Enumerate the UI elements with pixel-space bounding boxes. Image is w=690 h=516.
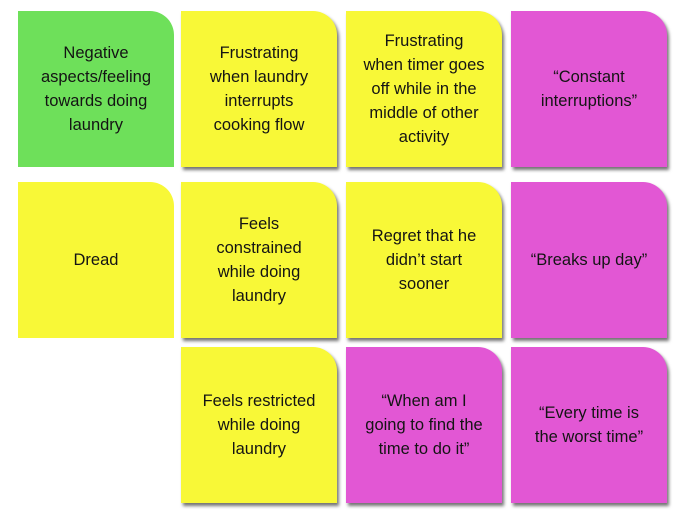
note-text: “Breaks up day”	[530, 251, 648, 269]
note-text: “Every time is the worst time”	[534, 404, 644, 446]
note-text: Feels restricted while doing laundry	[202, 392, 316, 458]
note-text: Frustrating when laundry interrupts cook…	[209, 44, 309, 134]
note-when-am-i-going: “When am I going to find the time to do …	[346, 347, 502, 503]
note-laundry-interrupts-cooking: Frustrating when laundry interrupts cook…	[181, 11, 337, 167]
note-text: Regret that he didn’t start sooner	[371, 227, 477, 293]
note-text: Feels constrained while doing laundry	[216, 215, 302, 305]
note-text: “Constant interruptions”	[540, 68, 638, 110]
note-regret-not-sooner: Regret that he didn’t start sooner	[346, 182, 502, 338]
note-breaks-up-day: “Breaks up day”	[511, 182, 667, 338]
note-text: Frustrating when timer goes off while in…	[363, 32, 485, 146]
note-constant-interruptions: “Constant interruptions”	[511, 11, 667, 167]
note-timer-goes-off: Frustrating when timer goes off while in…	[346, 11, 502, 167]
note-text: “When am I going to find the time to do …	[365, 392, 483, 458]
note-every-time-worst: “Every time is the worst time”	[511, 347, 667, 503]
note-dread: Dread	[18, 182, 174, 338]
note-negative-aspects: Negative aspects/feeling towards doing l…	[18, 11, 174, 167]
note-text: Negative aspects/feeling towards doing l…	[40, 44, 152, 134]
note-feels-restricted: Feels restricted while doing laundry	[181, 347, 337, 503]
note-feels-constrained: Feels constrained while doing laundry	[181, 182, 337, 338]
note-text: Dread	[73, 251, 119, 269]
